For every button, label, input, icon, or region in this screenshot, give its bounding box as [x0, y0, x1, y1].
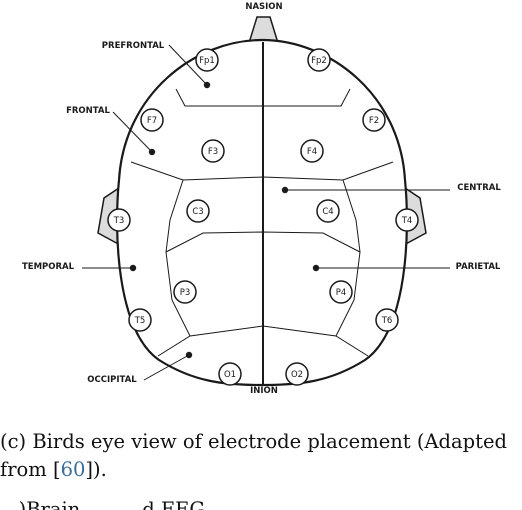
electrode-t4-label: T4 [401, 216, 413, 226]
electrode-fp2: Fp2 [307, 48, 331, 72]
temporal-label: TEMPORAL [22, 262, 75, 272]
cut-off-next-line: ...)Brain..........d EEG......... [0, 496, 522, 510]
occipital-label: OCCIPITAL [87, 375, 137, 385]
electrode-c3-label: C3 [192, 207, 203, 217]
electrode-o1: O1 [218, 362, 242, 386]
electrode-f3: F3 [201, 139, 225, 163]
electrode-f7-label: F7 [147, 116, 157, 126]
electrode-f3-label: F3 [208, 147, 218, 157]
electrode-p4: P4 [329, 280, 353, 304]
electrode-fp1: Fp1 [195, 48, 219, 72]
caption-line-2-suffix: ]). [85, 458, 107, 481]
figure-caption: (c) Birds eye view of electrode placemen… [0, 428, 522, 484]
occipital-leader [143, 354, 190, 381]
electrode-fp2-label: Fp2 [311, 56, 327, 66]
electrode-p3: P3 [173, 280, 197, 304]
frontal-label: FRONTAL [66, 106, 110, 116]
electrode-f2-label: F2 [369, 116, 379, 126]
caption-line-2-prefix: from [ [0, 458, 61, 481]
electrode-p3-label: P3 [180, 288, 191, 298]
central-boundary [165, 231, 361, 253]
caption-line-1: (c) Birds eye view of electrode placemen… [0, 430, 507, 453]
electrode-c4: C4 [316, 199, 340, 223]
electrode-o2: O2 [285, 362, 309, 386]
electrode-f2: F2 [362, 108, 386, 132]
electrode-t5: T5 [128, 308, 152, 332]
electrode-p4-label: P4 [336, 288, 347, 298]
electrode-o1-label: O1 [224, 370, 236, 380]
frontal-boundary [130, 161, 394, 181]
left-temporal-boundary [165, 179, 191, 337]
electrode-t5-label: T5 [134, 316, 146, 326]
electrode-c3: C3 [186, 199, 210, 223]
nasion-label: NASION [245, 2, 282, 12]
prefrontal-label: PREFRONTAL [102, 41, 165, 51]
electrode-t4: T4 [395, 208, 419, 232]
prefrontal-boundary [175, 88, 351, 107]
parietal-label: PARIETAL [456, 262, 501, 272]
electrode-fp1-label: Fp1 [199, 56, 215, 66]
electrode-c4-label: C4 [322, 207, 333, 217]
electrode-t6-label: T6 [381, 316, 393, 326]
inion-label: INION [250, 386, 278, 396]
electrode-t6: T6 [375, 308, 399, 332]
electrode-t3-label: T3 [113, 216, 125, 226]
prefrontal-leader [168, 44, 208, 86]
citation-link[interactable]: 60 [60, 458, 86, 481]
frontal-leader [112, 111, 153, 153]
caption-line-2: from [60]). [0, 456, 522, 484]
electrode-f4-label: F4 [307, 147, 317, 157]
electrode-f7: F7 [140, 108, 164, 132]
electrode-o2-label: O2 [291, 370, 303, 380]
electrode-placement-diagram: NASION PREFRONTAL FRONTAL CENTRAL TEMPOR… [22, 2, 501, 396]
occipital-boundary [157, 325, 369, 357]
electrode-f4: F4 [300, 139, 324, 163]
right-temporal-boundary [335, 179, 361, 337]
cut-off-text: ...)Brain..........d EEG......... [0, 498, 261, 510]
central-label: CENTRAL [457, 183, 501, 193]
electrode-t3: T3 [107, 208, 131, 232]
